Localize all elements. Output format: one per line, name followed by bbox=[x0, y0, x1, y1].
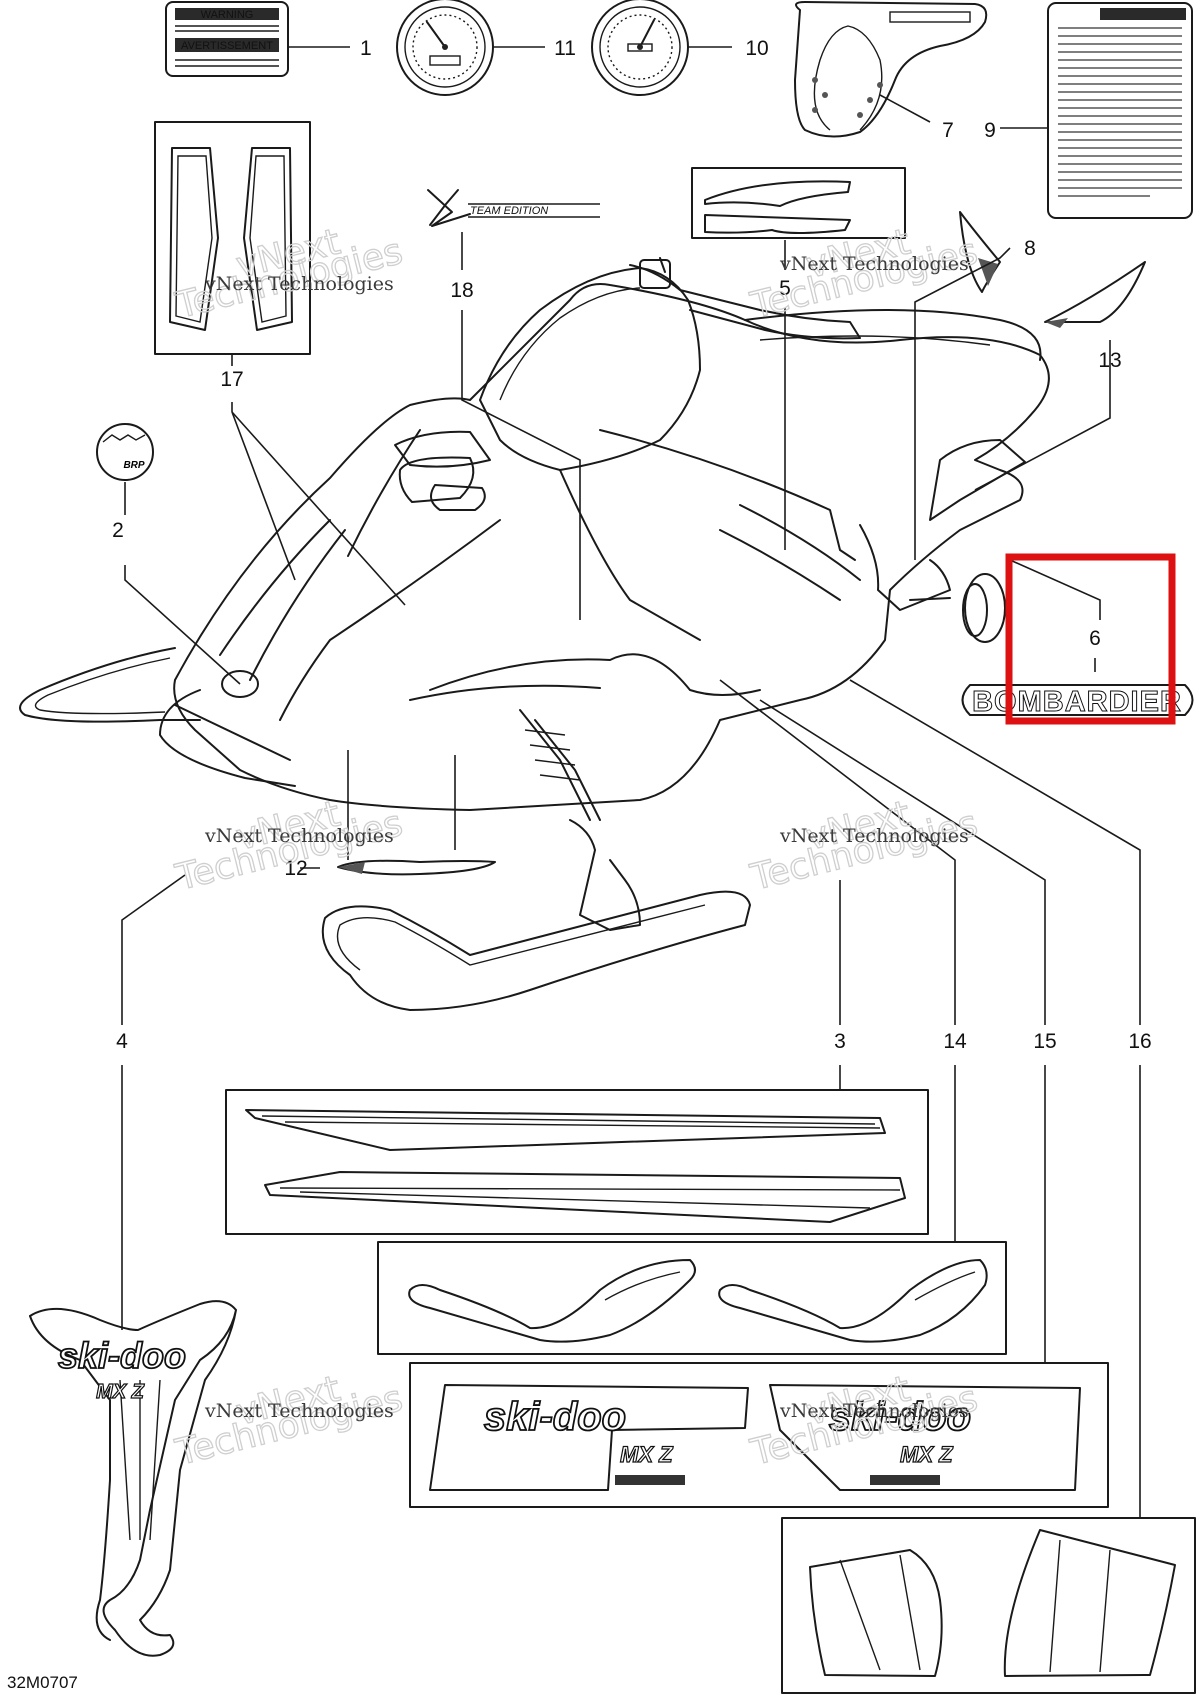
callout-15: 15 bbox=[1033, 1030, 1056, 1053]
callout-6-highlight-box bbox=[1005, 553, 1176, 725]
part-12-decal bbox=[337, 859, 496, 876]
leader-lines bbox=[121, 46, 1141, 1518]
drawing-code: 32M0707 bbox=[7, 1673, 78, 1692]
callout-10: 10 bbox=[745, 37, 768, 60]
callout-7: 7 bbox=[942, 119, 954, 142]
part-15-skidoo-side-decals: ski-doo ski-doo MX Z MX Z bbox=[409, 1362, 1109, 1508]
part-16-windshield-decals bbox=[781, 1517, 1196, 1694]
part-5-hood-side-decals bbox=[691, 167, 906, 239]
bombardier-text: BOMBARDIER bbox=[972, 686, 1182, 718]
skidoo-text-right: ski-doo bbox=[829, 1395, 971, 1439]
part-8-decal bbox=[959, 211, 1001, 293]
callout-9: 9 bbox=[984, 119, 996, 142]
part-14-decals bbox=[377, 1241, 1007, 1355]
part-2-brp-emblem: BRP bbox=[96, 423, 154, 481]
part-3-side-stripes bbox=[225, 1089, 929, 1235]
callout-2: 2 bbox=[112, 519, 124, 542]
callout-1: 1 bbox=[360, 37, 372, 60]
part-10-tachometer bbox=[591, 0, 689, 96]
part-18-x-edition-logo: TEAM EDITION bbox=[427, 189, 600, 227]
callout-16: 16 bbox=[1128, 1030, 1151, 1053]
callout-11: 11 bbox=[554, 37, 576, 60]
watermark-text: vNext Technologies bbox=[779, 1400, 969, 1422]
mxz-logo-text: MX Z bbox=[96, 1381, 145, 1403]
x-edition-text: TEAM EDITION bbox=[470, 205, 548, 217]
warning-en-text: WARNING bbox=[201, 9, 254, 21]
part-17-windshield-decals bbox=[154, 121, 311, 355]
watermark-3: Technologies vNext vNext Technologies bbox=[171, 793, 408, 900]
part-7-console-decal bbox=[794, 1, 988, 138]
callout-14: 14 bbox=[943, 1030, 967, 1053]
part-4-skidoo-logo-decal: ski-doo MX Z bbox=[29, 1300, 237, 1657]
watermark-text: vNext Technologies bbox=[204, 825, 394, 847]
watermark-text: vNext Technologies bbox=[779, 825, 969, 847]
skidoo-logo-text: ski-doo bbox=[58, 1335, 186, 1376]
mxz-text-left: MX Z bbox=[620, 1442, 674, 1467]
mxz-text-right: MX Z bbox=[900, 1442, 954, 1467]
watermark-5: Technologies vNext vNext Technologies bbox=[171, 1368, 408, 1475]
callout-17: 17 bbox=[220, 368, 243, 391]
callout-numbers: 1 2 3 4 5 6 7 8 9 10 11 12 13 14 15 16 1… bbox=[112, 37, 1152, 1053]
part-13-decal bbox=[1044, 261, 1146, 328]
watermark-1: Technologies vNext vNext Technologies bbox=[171, 221, 408, 328]
brp-text: BRP bbox=[123, 460, 144, 471]
callout-5: 5 bbox=[779, 277, 791, 300]
warning-fr-text: AVERTISSEMENT bbox=[181, 40, 273, 52]
callout-8: 8 bbox=[1024, 237, 1036, 260]
watermark-4: Technologies vNext vNext Technologies bbox=[746, 793, 983, 900]
callout-4: 4 bbox=[116, 1030, 128, 1053]
snowmobile-illustration bbox=[19, 257, 1050, 1011]
part-11-speedometer bbox=[396, 0, 494, 96]
callout-13: 13 bbox=[1098, 349, 1121, 372]
watermark-text: vNext Technologies bbox=[204, 1400, 394, 1422]
callout-12: 12 bbox=[284, 857, 307, 880]
part-9-info-label bbox=[1047, 2, 1193, 219]
watermarks: Technologies vNext vNext Technologies Te… bbox=[171, 221, 983, 1475]
part-1-warning-label: WARNING AVERTISSEMENT bbox=[165, 1, 289, 77]
callout-6: 6 bbox=[1089, 627, 1101, 650]
skidoo-text-left: ski-doo bbox=[484, 1395, 626, 1439]
watermark-text: vNext Technologies bbox=[204, 273, 394, 295]
callout-18: 18 bbox=[450, 279, 473, 302]
callout-3: 3 bbox=[834, 1030, 846, 1053]
part-6-bombardier-decal: BOMBARDIER bbox=[961, 684, 1194, 719]
watermark-text: vNext Technologies bbox=[779, 253, 969, 275]
